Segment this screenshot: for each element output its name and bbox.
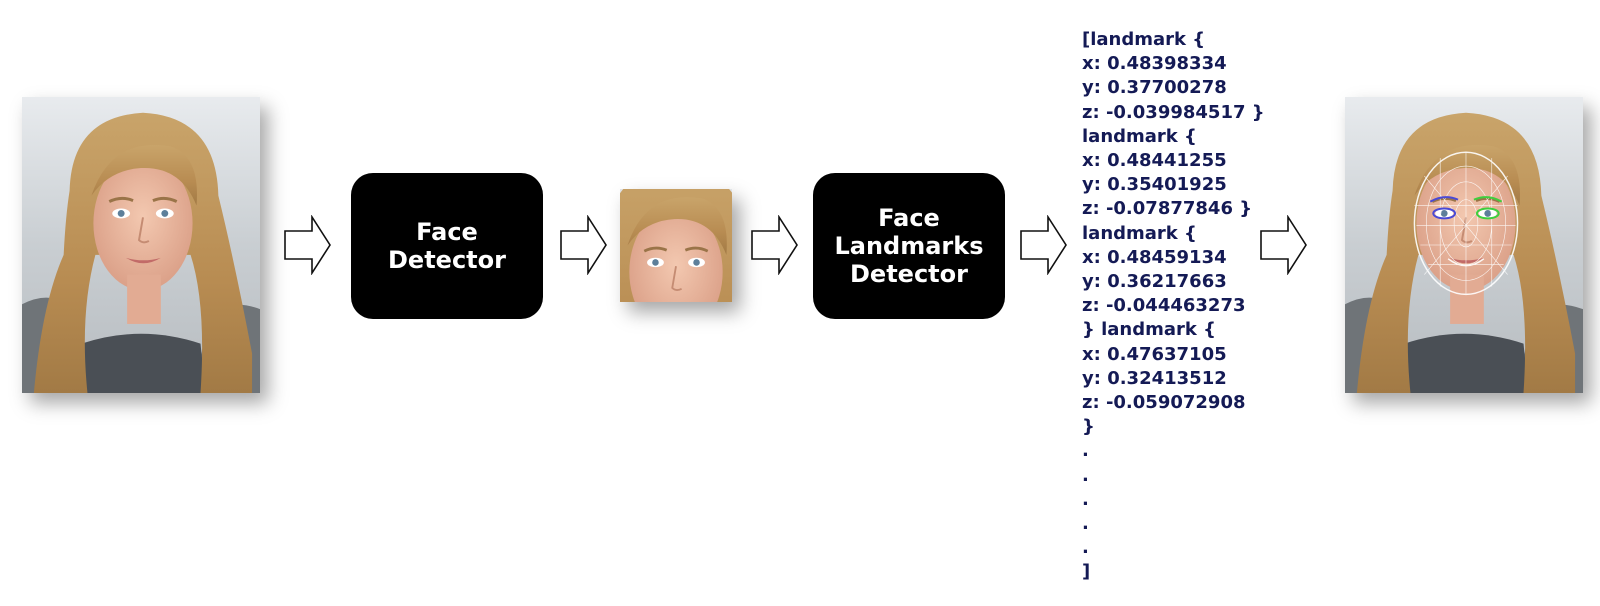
landmark-line: landmark {	[1082, 222, 1197, 244]
annotated-face-photo	[1345, 97, 1583, 393]
landmark-line: } landmark {	[1082, 319, 1216, 341]
landmark-line: z: -0.059072908	[1082, 392, 1246, 414]
face-detector-box: Face Detector	[351, 173, 543, 319]
landmark-line: z: -0.044463273	[1082, 295, 1246, 317]
landmark-line: }	[1082, 416, 1095, 438]
landmark-line: .	[1082, 537, 1089, 559]
arrow-right-icon	[560, 214, 608, 276]
landmark-line: y: 0.32413512	[1082, 367, 1227, 389]
face-detector-label-line-2: Detector	[388, 246, 506, 274]
face-mesh-overlay	[1413, 151, 1519, 296]
arrow-right-icon	[1260, 214, 1308, 276]
face-landmarks-detector-box: Face Landmarks Detector	[813, 173, 1005, 319]
cropped-face-photo	[620, 189, 732, 302]
landmark-line: y: 0.37700278	[1082, 77, 1227, 99]
landmark-line: x: 0.48398334	[1082, 53, 1227, 75]
arrow-right-icon	[1020, 214, 1068, 276]
input-photo	[22, 97, 260, 393]
landmark-line: x: 0.47637105	[1082, 343, 1227, 365]
face-detector-label-line-1: Face	[416, 218, 478, 246]
landmark-line: x: 0.48441255	[1082, 150, 1227, 172]
landmark-line: .	[1082, 440, 1089, 462]
landmarks-detector-label-line-3: Detector	[850, 260, 968, 288]
landmark-line: .	[1082, 513, 1089, 535]
landmark-line: x: 0.48459134	[1082, 246, 1227, 268]
eye-overlay-right	[1473, 196, 1503, 220]
landmark-line: y: 0.35401925	[1082, 174, 1227, 196]
landmark-line: .	[1082, 464, 1089, 486]
landmark-line: ]	[1082, 561, 1091, 583]
landmark-line: .	[1082, 488, 1089, 510]
eye-overlay-left	[1429, 196, 1459, 220]
arrow-right-icon	[284, 214, 332, 276]
landmark-line: z: -0.07877846 }	[1082, 198, 1253, 220]
landmarks-detector-label-line-2: Landmarks	[834, 232, 984, 260]
landmarks-detector-label-line-1: Face	[878, 204, 940, 232]
landmark-line: [landmark {	[1082, 29, 1206, 50]
landmark-line: y: 0.36217663	[1082, 271, 1227, 293]
landmark-line: landmark {	[1082, 125, 1197, 147]
landmark-line: z: -0.039984517 }	[1082, 101, 1265, 123]
arrow-right-icon	[751, 214, 799, 276]
